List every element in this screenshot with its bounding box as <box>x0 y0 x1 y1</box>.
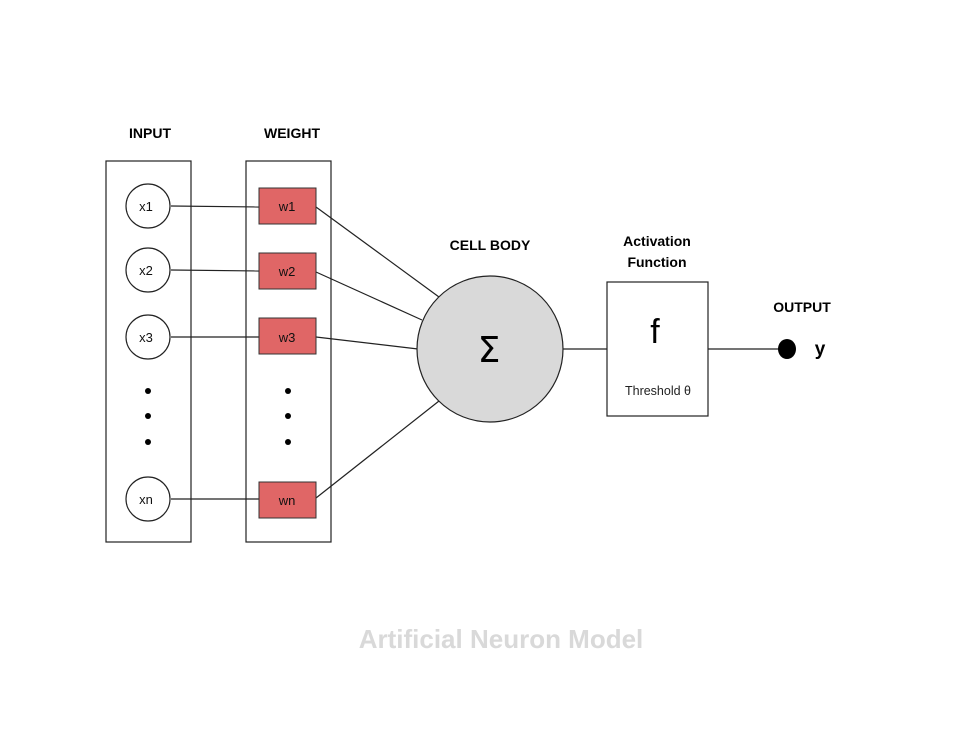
input-label: x3 <box>139 330 153 345</box>
weight-node-w3: w3 <box>258 317 317 355</box>
input-label: x1 <box>139 199 153 214</box>
weight-header: WEIGHT <box>264 125 320 141</box>
cell-body: Σ <box>416 275 564 423</box>
input-header: INPUT <box>129 125 171 141</box>
function-symbol: f <box>650 313 660 351</box>
input-ellipsis <box>145 388 151 445</box>
input-node-x3: x3 <box>125 314 171 360</box>
weight-node-w2: w2 <box>258 252 317 290</box>
input-node-x2: x2 <box>125 247 171 293</box>
weight-panel <box>245 160 332 543</box>
weight-label: w3 <box>278 330 296 345</box>
weight-label: w2 <box>278 264 296 279</box>
activation-header-line1: Activation <box>623 233 691 249</box>
edge-wn-cell <box>315 400 440 499</box>
input-node-xn: xn <box>125 476 171 522</box>
input-panel <box>105 160 192 543</box>
edge-w2-cell <box>315 271 423 321</box>
edge-x2-w2 <box>170 269 260 272</box>
input-label: x2 <box>139 263 153 278</box>
cell-body-header: CELL BODY <box>450 237 531 253</box>
weight-label: w1 <box>278 199 296 214</box>
diagram-title: Artificial Neuron Model <box>359 624 644 654</box>
input-label: xn <box>139 492 153 507</box>
activation-function-box: f Threshold θ <box>606 281 709 417</box>
activation-header-line2: Function <box>627 254 686 270</box>
weight-node-w1: w1 <box>258 187 317 225</box>
output-header: OUTPUT <box>773 299 831 315</box>
output-symbol: y <box>815 339 826 360</box>
input-node-x1: x1 <box>125 183 171 229</box>
edge-w1-cell <box>315 206 440 298</box>
sigma-symbol: Σ <box>478 330 501 371</box>
weight-ellipsis <box>285 388 291 445</box>
weight-node-wn: wn <box>258 481 317 519</box>
edge-x1-w1 <box>170 205 260 208</box>
threshold-label: Threshold θ <box>625 384 691 398</box>
weight-label: wn <box>278 493 296 508</box>
output-node <box>778 339 796 359</box>
edge-w3-cell <box>315 336 419 350</box>
